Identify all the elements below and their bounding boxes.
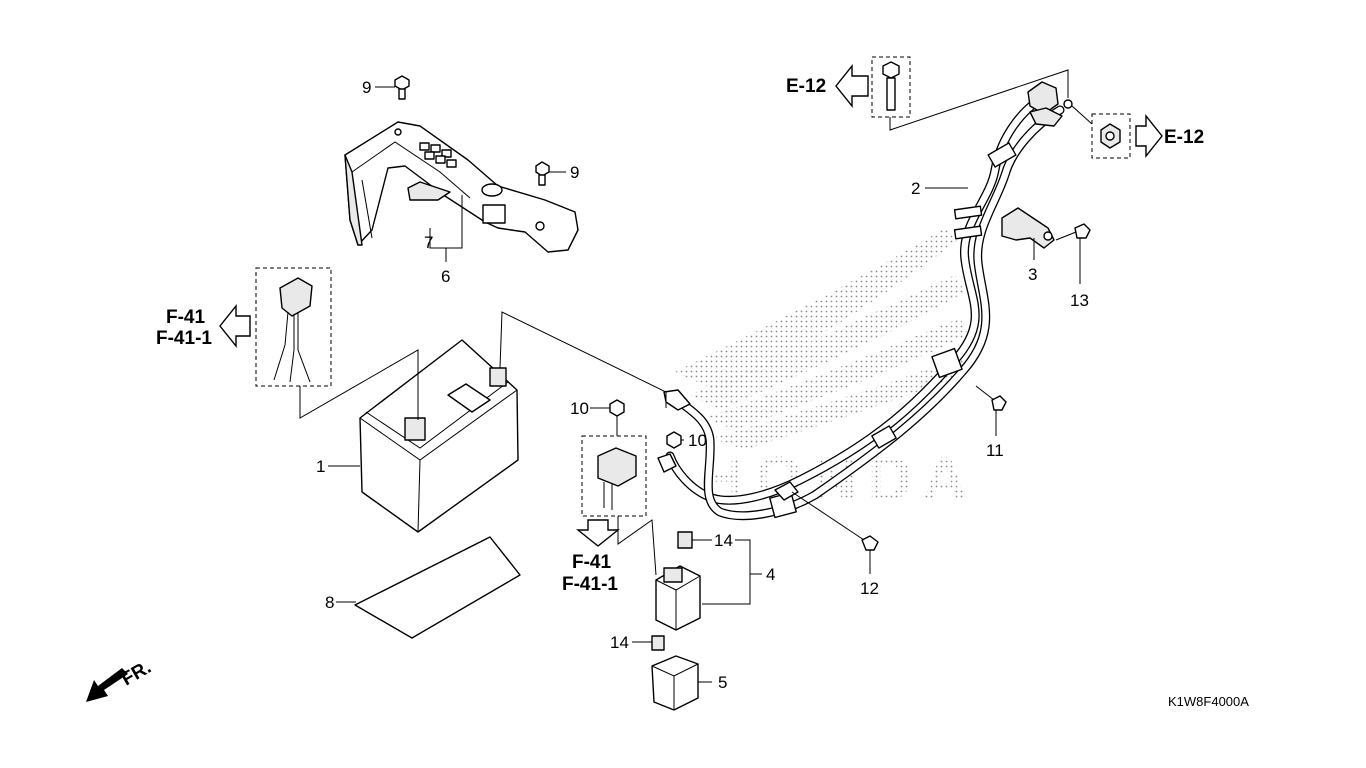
callout-9-right: 9 — [570, 163, 579, 182]
label-sticker — [407, 181, 451, 201]
nut-box-e12 — [1091, 113, 1131, 159]
callout-6: 6 — [441, 267, 450, 286]
arrow-e12-left — [835, 64, 869, 108]
battery-harness — [657, 81, 1073, 521]
callout-3: 3 — [1028, 265, 1037, 284]
callout-7: 7 — [424, 233, 433, 252]
front-direction-label: FR. — [118, 657, 155, 690]
ref-f41-left: F-41 — [166, 307, 206, 328]
bolt-box-e12-top — [871, 56, 911, 118]
ref-f41-bottom: F-41 — [572, 552, 612, 573]
bolt-13 — [1055, 223, 1091, 241]
arrow-e12-right — [1135, 114, 1163, 158]
bolt-11 — [975, 385, 1007, 411]
callout-2: 2 — [911, 179, 920, 198]
callout-11: 11 — [986, 441, 1004, 460]
terminal-cap — [1001, 207, 1055, 249]
battery-bracket — [344, 121, 579, 253]
callout-1: 1 — [316, 457, 325, 476]
bolt-9-top — [394, 75, 410, 100]
ref-f41-1-left: F-41-1 — [156, 328, 212, 349]
bolt-12 — [791, 491, 879, 551]
callout-14-upper: 14 — [714, 531, 733, 550]
diagram-code: K1W8F4000A — [1168, 694, 1249, 709]
callout-14-lower: 14 — [610, 633, 629, 652]
bolt-10-upper — [609, 399, 625, 436]
callout-5: 5 — [718, 673, 727, 692]
ref-e12-right: E-12 — [1164, 127, 1204, 148]
callout-9-top: 9 — [362, 78, 371, 97]
arrow-f41-bottom — [576, 519, 620, 547]
bolt-9-right — [535, 161, 550, 186]
callout-12: 12 — [860, 579, 879, 598]
leader-lines — [328, 86, 1081, 683]
terminal-cover-box-left — [255, 267, 332, 387]
callout-10-upper: 10 — [570, 399, 589, 418]
battery-mat — [354, 536, 521, 639]
fuse-14-upper — [677, 531, 693, 549]
battery — [359, 339, 519, 533]
arrow-front — [86, 668, 128, 702]
arrow-f41-left — [219, 304, 251, 348]
ref-e12-left: E-12 — [786, 76, 826, 97]
ref-f41-1-bottom: F-41-1 — [562, 574, 618, 595]
fuse-slots — [419, 142, 457, 168]
callout-4: 4 — [766, 565, 775, 584]
fuse-14-lower — [651, 635, 665, 651]
bolt-10-lower — [666, 431, 682, 449]
callout-8: 8 — [325, 593, 334, 612]
callout-10-lower: 10 — [688, 431, 707, 450]
relay-cover — [651, 655, 699, 711]
starter-relay — [655, 565, 701, 631]
callout-13: 13 — [1070, 291, 1089, 310]
terminal-cover-box-bottom — [581, 435, 647, 517]
